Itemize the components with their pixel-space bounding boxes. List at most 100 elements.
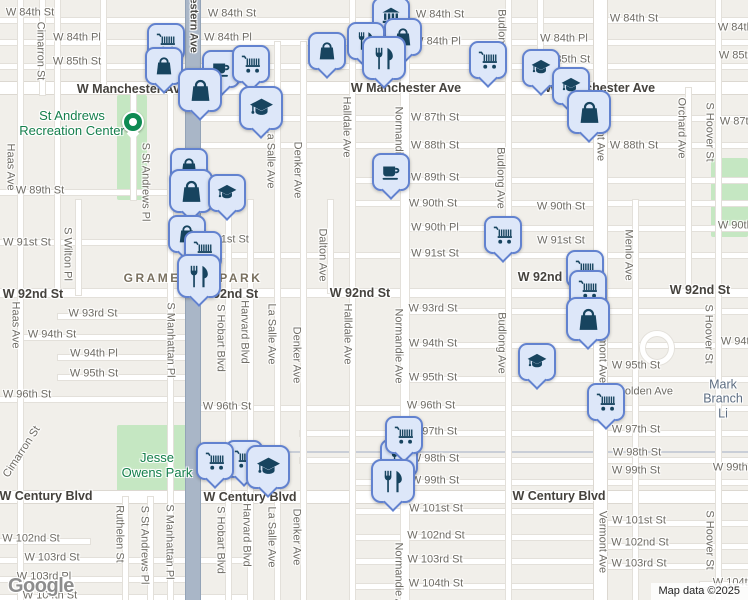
road-line <box>505 0 511 600</box>
poi-marker-bag[interactable] <box>566 297 610 341</box>
road-line <box>58 354 193 360</box>
graduation-cap-icon <box>217 184 237 199</box>
graduation-cap-icon <box>531 59 551 74</box>
graduation-cap-icon <box>527 353 547 368</box>
road-line <box>0 576 193 582</box>
road-line <box>58 374 193 380</box>
shopping-cart-icon <box>241 55 260 73</box>
road-line <box>327 200 333 293</box>
street-label: S Hoover St <box>703 102 716 162</box>
restaurant-utensils-icon <box>384 470 402 492</box>
road-line <box>349 0 355 600</box>
shopping-bag-icon <box>579 308 597 330</box>
road-line <box>225 200 231 600</box>
street-label: W 85th St <box>718 49 748 62</box>
shopping-cart-icon <box>478 51 497 69</box>
graduation-cap-icon <box>249 98 273 115</box>
road-line <box>54 0 60 293</box>
poi-marker-bag[interactable] <box>308 32 346 70</box>
poi-marker-mug[interactable] <box>372 153 410 191</box>
shopping-bag-icon <box>182 180 200 202</box>
road-line <box>352 508 602 514</box>
street-label: W 91st St <box>537 234 585 247</box>
poi-marker-cart[interactable] <box>385 416 423 454</box>
street-label: S Hobart Blvd <box>214 304 227 372</box>
street-label: S Hoover St <box>703 510 716 570</box>
road-line <box>0 396 193 402</box>
poi-marker-cap[interactable] <box>208 174 246 212</box>
poi-marker-cart[interactable] <box>484 216 522 254</box>
poi-marker-bag[interactable] <box>567 90 611 134</box>
poi-marker-cap[interactable] <box>246 445 290 489</box>
poi-marker-bag[interactable] <box>169 169 213 213</box>
road-line <box>685 88 691 293</box>
road-circle <box>640 331 674 365</box>
road-line <box>300 42 306 600</box>
road-line <box>300 457 748 463</box>
road-line <box>193 142 748 148</box>
road-line <box>20 334 193 340</box>
road-line <box>405 225 748 231</box>
street-label: Colden Ave <box>616 385 674 398</box>
shopping-bag-icon <box>191 79 209 101</box>
shopping-cart-icon <box>596 393 615 411</box>
road-line <box>715 0 721 600</box>
park-marker[interactable] <box>122 111 144 133</box>
road-line <box>274 42 280 600</box>
poi-marker-cap[interactable] <box>239 86 283 130</box>
poi-marker-utensils[interactable] <box>362 36 406 80</box>
road-line <box>352 177 748 183</box>
road-line <box>39 0 45 95</box>
road-line <box>58 313 193 319</box>
google-logo[interactable]: Google <box>8 575 74 597</box>
road-line <box>602 543 748 549</box>
road-line <box>602 520 748 526</box>
road-line <box>147 497 153 600</box>
poi-marker-bag[interactable] <box>145 47 183 85</box>
road-line <box>0 289 748 297</box>
road-line <box>352 583 602 589</box>
coffee-mug-icon <box>382 166 400 180</box>
road-line <box>401 0 409 600</box>
road-line <box>537 0 543 88</box>
road-line <box>352 479 748 485</box>
poi-label: Mark Branch Li <box>703 377 743 421</box>
poi-marker-cart[interactable] <box>587 383 625 421</box>
road-line <box>247 200 253 600</box>
road-line <box>193 405 748 411</box>
poi-marker-cart[interactable] <box>469 41 507 79</box>
shopping-bag-icon <box>156 57 172 75</box>
restaurant-utensils-icon <box>375 47 393 69</box>
road-line <box>300 430 748 436</box>
road-line <box>0 82 748 94</box>
poi-marker-cap[interactable] <box>518 343 556 381</box>
poi-marker-utensils[interactable] <box>371 459 415 503</box>
shopping-cart-icon <box>493 226 512 244</box>
poi-marker-bag[interactable] <box>178 68 222 112</box>
road-line <box>75 200 81 295</box>
road-line <box>405 376 748 382</box>
shopping-bag-icon <box>580 101 598 123</box>
poi-marker-cart[interactable] <box>232 45 270 83</box>
poi-marker-utensils[interactable] <box>177 254 221 298</box>
road-line <box>193 451 748 453</box>
road-line <box>405 342 748 348</box>
road-line <box>193 115 748 121</box>
shopping-cart-icon <box>394 426 413 444</box>
road-line <box>0 189 193 195</box>
park-label: St Andrews Recreation Center <box>19 108 125 138</box>
road-line <box>602 563 748 569</box>
road-line <box>352 558 602 564</box>
street-label: W 84th St <box>717 21 748 34</box>
road-line <box>0 239 193 245</box>
poi-marker-cart[interactable] <box>196 442 234 480</box>
road-line <box>632 200 638 600</box>
graduation-cap-icon <box>256 457 280 474</box>
road-line <box>352 534 602 540</box>
shopping-cart-icon <box>205 452 224 470</box>
road-line <box>193 252 748 258</box>
road-line <box>0 538 90 544</box>
street-label: S Hobart Blvd <box>214 506 227 574</box>
street-label: S Wilton Pl <box>61 227 74 281</box>
